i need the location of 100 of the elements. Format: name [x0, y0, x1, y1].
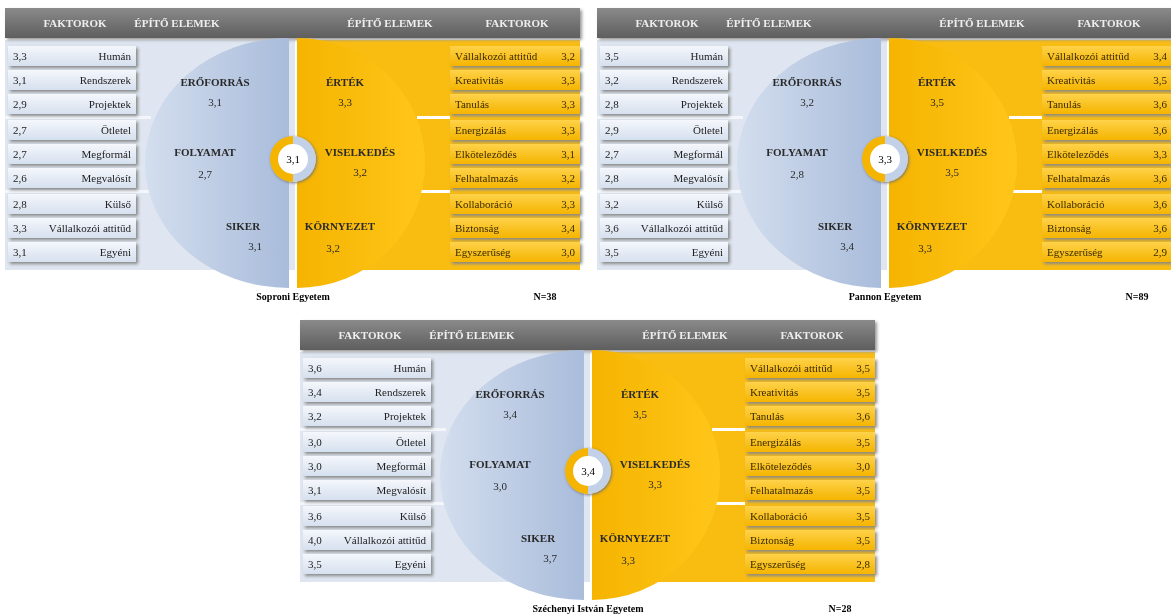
factor-score: 2,8	[605, 172, 619, 184]
factor-bar	[1042, 242, 1171, 262]
element-name: SIKER	[225, 220, 261, 232]
factor-bar	[8, 120, 136, 140]
factor-bar	[8, 194, 136, 214]
element-score: 3,3	[918, 242, 932, 254]
factor-name: Humán	[393, 362, 426, 374]
factor-score: 3,2	[605, 198, 619, 210]
factor-bar	[1042, 168, 1171, 188]
column-heading: ÉPÍTŐ ELEMEK	[429, 329, 515, 341]
element-name: ÉRTÉK	[620, 388, 660, 400]
factor-score: 3,4	[308, 386, 322, 398]
factor-name: Felhatalmazás	[750, 484, 813, 496]
factor-score: 3,6	[605, 222, 619, 234]
element-name: VISELKEDÉS	[324, 146, 396, 158]
factor-bar	[8, 144, 136, 164]
factor-name: Rendszerek	[79, 74, 131, 86]
factor-score: 3,1	[308, 484, 322, 496]
factor-score: 2,7	[605, 148, 619, 160]
factor-name: Egyéni	[99, 246, 131, 258]
element-name: ERŐFORRÁS	[475, 388, 545, 400]
factor-score: 3,6	[308, 510, 322, 522]
factor-score: 3,3	[13, 50, 27, 62]
factor-name: Ötletel	[396, 436, 426, 448]
factor-name: Külső	[399, 510, 426, 522]
element-name: KÖRNYEZET	[304, 220, 376, 232]
factor-bar	[745, 406, 875, 426]
element-name: FOLYAMAT	[174, 146, 236, 158]
element-name: ÉRTÉK	[325, 76, 365, 88]
factor-bar	[745, 530, 875, 550]
factor-score: 3,4	[1153, 50, 1167, 62]
factor-score: 3,5	[1153, 74, 1167, 86]
factor-score: 3,6	[1153, 198, 1167, 210]
element-name: KÖRNYEZET	[896, 220, 968, 232]
factor-bar	[1042, 70, 1171, 90]
factor-bar	[450, 144, 580, 164]
factor-bar	[450, 120, 580, 140]
factor-score: 3,5	[605, 50, 619, 62]
factor-name: Tanulás	[750, 410, 785, 422]
factor-name: Vállalkozói attitűd	[640, 222, 723, 234]
factor-name: Megformál	[81, 148, 131, 160]
sample-size: N=38	[533, 291, 557, 302]
factor-name: Megformál	[673, 148, 723, 160]
factor-name: Felhatalmazás	[1047, 172, 1110, 184]
factor-name: Egyszerűség	[1047, 246, 1103, 258]
factor-score: 3,3	[561, 198, 575, 210]
factor-score: 3,5	[856, 362, 870, 374]
factor-name: Rendszerek	[671, 74, 723, 86]
element-score: 3,3	[621, 554, 635, 566]
element-name: ERŐFORRÁS	[180, 76, 250, 88]
factor-name: Projektek	[88, 98, 131, 110]
header-band	[5, 8, 580, 38]
factor-name: Elköteleződés	[455, 148, 517, 160]
element-name: ERŐFORRÁS	[772, 76, 842, 88]
factor-score: 2,6	[13, 172, 27, 184]
sample-size: N=28	[828, 603, 852, 614]
factor-name: Kreativitás	[1047, 74, 1096, 86]
factor-name: Kollaboráció	[455, 198, 513, 210]
panel-caption: Pannon Egyetem	[848, 291, 922, 302]
factor-score: 3,6	[308, 362, 322, 374]
factor-score: 3,0	[856, 460, 870, 472]
factor-score: 2,8	[13, 198, 27, 210]
factor-bar	[8, 242, 136, 262]
factor-bar	[8, 46, 136, 66]
overall-score: 3,3	[870, 144, 900, 174]
factor-bar	[600, 168, 728, 188]
factor-name: Egyéni	[394, 558, 426, 570]
factor-bar	[1042, 218, 1171, 238]
factor-bar	[303, 456, 431, 476]
factor-score: 3,5	[605, 246, 619, 258]
factor-bar	[745, 506, 875, 526]
column-heading: FAKTOROK	[780, 329, 844, 341]
factor-name: Vállalkozói attitűd	[343, 534, 426, 546]
factor-bar	[600, 46, 728, 66]
factor-score: 3,6	[1153, 172, 1167, 184]
factor-name: Rendszerek	[374, 386, 426, 398]
factor-name: Külső	[696, 198, 723, 210]
factor-bar	[745, 382, 875, 402]
element-score: 3,1	[208, 96, 222, 108]
element-score: 2,8	[790, 168, 804, 180]
factor-score: 2,9	[13, 98, 27, 110]
factor-score: 3,6	[1153, 124, 1167, 136]
column-heading: FAKTOROK	[1077, 17, 1141, 29]
column-heading: FAKTOROK	[635, 17, 699, 29]
factor-bar	[8, 168, 136, 188]
factor-name: Ötletel	[101, 124, 131, 136]
element-name: SIKER	[520, 532, 556, 544]
overall-score: 3,4	[573, 456, 603, 486]
element-score: 3,4	[503, 408, 517, 420]
factor-score: 3,5	[856, 484, 870, 496]
header-band	[300, 320, 875, 350]
factor-score: 3,5	[856, 386, 870, 398]
factor-bar	[8, 218, 136, 238]
factor-name: Kreativitás	[750, 386, 799, 398]
factor-score: 3,3	[13, 222, 27, 234]
factor-name: Felhatalmazás	[455, 172, 518, 184]
factor-bar	[1042, 46, 1171, 66]
column-heading: ÉPÍTŐ ELEMEK	[939, 17, 1025, 29]
factor-bar	[303, 432, 431, 452]
factor-name: Elköteleződés	[750, 460, 812, 472]
